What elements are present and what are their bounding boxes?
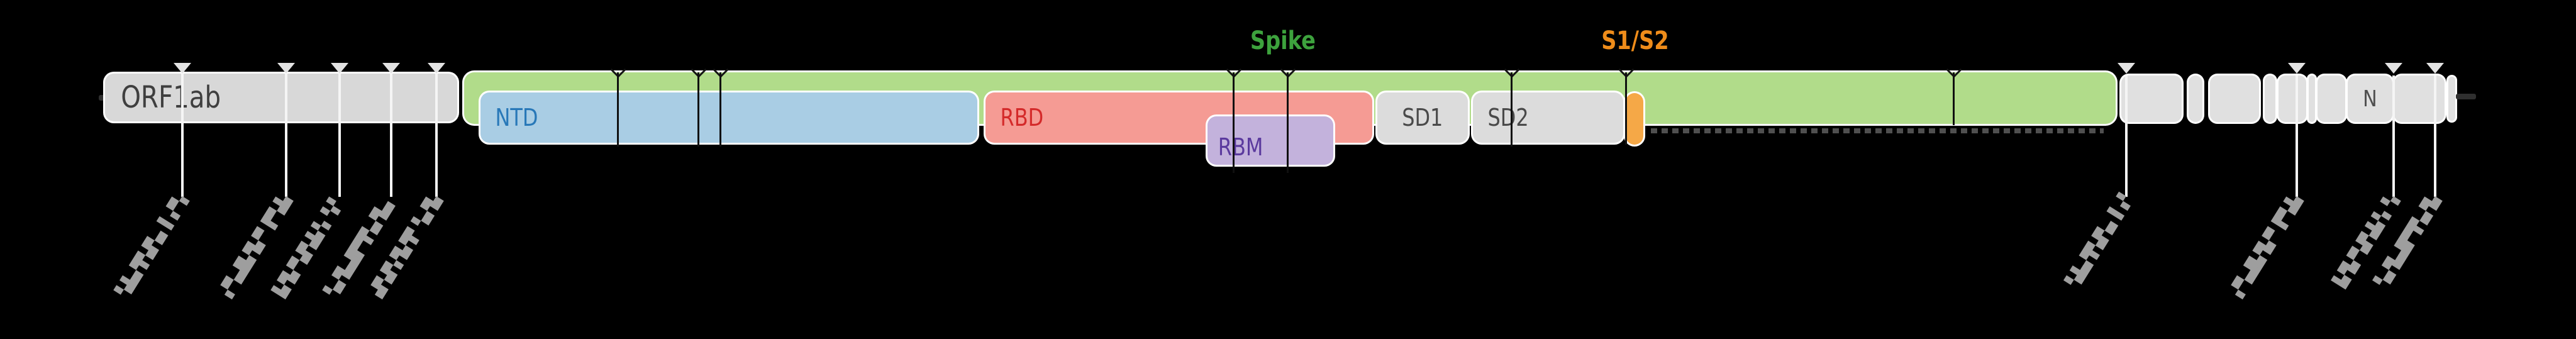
mutation-marker-line (2296, 75, 2298, 197)
gene-box-3 (2210, 75, 2259, 122)
domain-box-rbm: RBM (1208, 116, 1333, 165)
gene-box-2 (2189, 75, 2202, 122)
domain-box-ntd: NTD (480, 92, 977, 143)
mutation-marker-line (390, 74, 392, 197)
marker-triangle-icon (277, 63, 295, 74)
mutation-marker-line (697, 72, 699, 147)
marker-triangle-icon (2426, 63, 2444, 74)
spike-title: Spike (1214, 26, 1352, 55)
gene-box-9 (2394, 75, 2445, 122)
s1s2-site-capsule (1626, 93, 1643, 145)
mutation-marker-line (1233, 72, 1235, 173)
marker-triangle-icon (331, 63, 348, 74)
gene-box-5 (2279, 75, 2306, 122)
sd2-label: SD2 (1487, 104, 1529, 131)
marker-triangle-icon (2118, 63, 2135, 74)
mutation-marker-line (1511, 72, 1513, 147)
ntd-label: NTD (495, 104, 538, 131)
mutation-marker-line (2392, 75, 2395, 197)
mutation-marker-line (719, 72, 721, 147)
mutation-marker-line (1625, 72, 1627, 145)
marker-triangle-icon (428, 63, 445, 74)
domain-box-sd2: SD2 (1473, 92, 1623, 143)
mutation-marker-line (1953, 72, 1955, 125)
spike-title-text: Spike (1250, 26, 1316, 55)
s2-dashed-line (1651, 128, 2104, 133)
mutation-marker-line (435, 74, 438, 197)
five-prime-end-dash (99, 95, 106, 101)
rbm-label: RBM (1218, 133, 1263, 161)
mutation-label: ▞▚▟▙▜▞▘▛▚▙ (2228, 191, 2304, 299)
orf1ab-label: ORF1ab (121, 80, 221, 115)
marker-triangle-icon (2288, 63, 2306, 74)
mutation-marker-line (285, 74, 287, 197)
gene-box-10 (2448, 77, 2455, 121)
mutation-label: ▚▙▞▛▟▚▖▌▞▚ (113, 191, 190, 299)
marker-triangle-icon (174, 63, 191, 74)
gene-box-n: N (2348, 75, 2392, 122)
n-gene-label: N (2363, 86, 2377, 112)
marker-triangle-icon (382, 63, 400, 74)
s1s2-title: S1/S2 (1566, 26, 1704, 55)
mutation-marker-line (181, 74, 184, 197)
mutation-label: ▚▙▞▛▟▚▖▌▞ (2063, 191, 2134, 290)
marker-triangle-icon (2385, 63, 2402, 74)
mutation-marker-line (338, 74, 341, 197)
mutation-marker-line (2125, 75, 2128, 197)
gene-box-1 (2121, 75, 2182, 122)
s1s2-title-text: S1/S2 (1601, 26, 1669, 55)
sd1-label: SD1 (1402, 104, 1443, 131)
gene-box-7 (2318, 75, 2345, 122)
gene-box-4 (2265, 75, 2275, 122)
three-prime-end-dash (2456, 94, 2476, 99)
mutation-marker-line (617, 72, 619, 147)
gene-box-orf1ab: ORF1ab (105, 74, 457, 121)
mutation-marker-line (2434, 75, 2436, 197)
domain-box-sd1: SD1 (1377, 92, 1468, 143)
rbd-label: RBD (1000, 104, 1044, 131)
gene-box-6 (2309, 75, 2315, 122)
mutation-marker-line (1287, 72, 1289, 173)
